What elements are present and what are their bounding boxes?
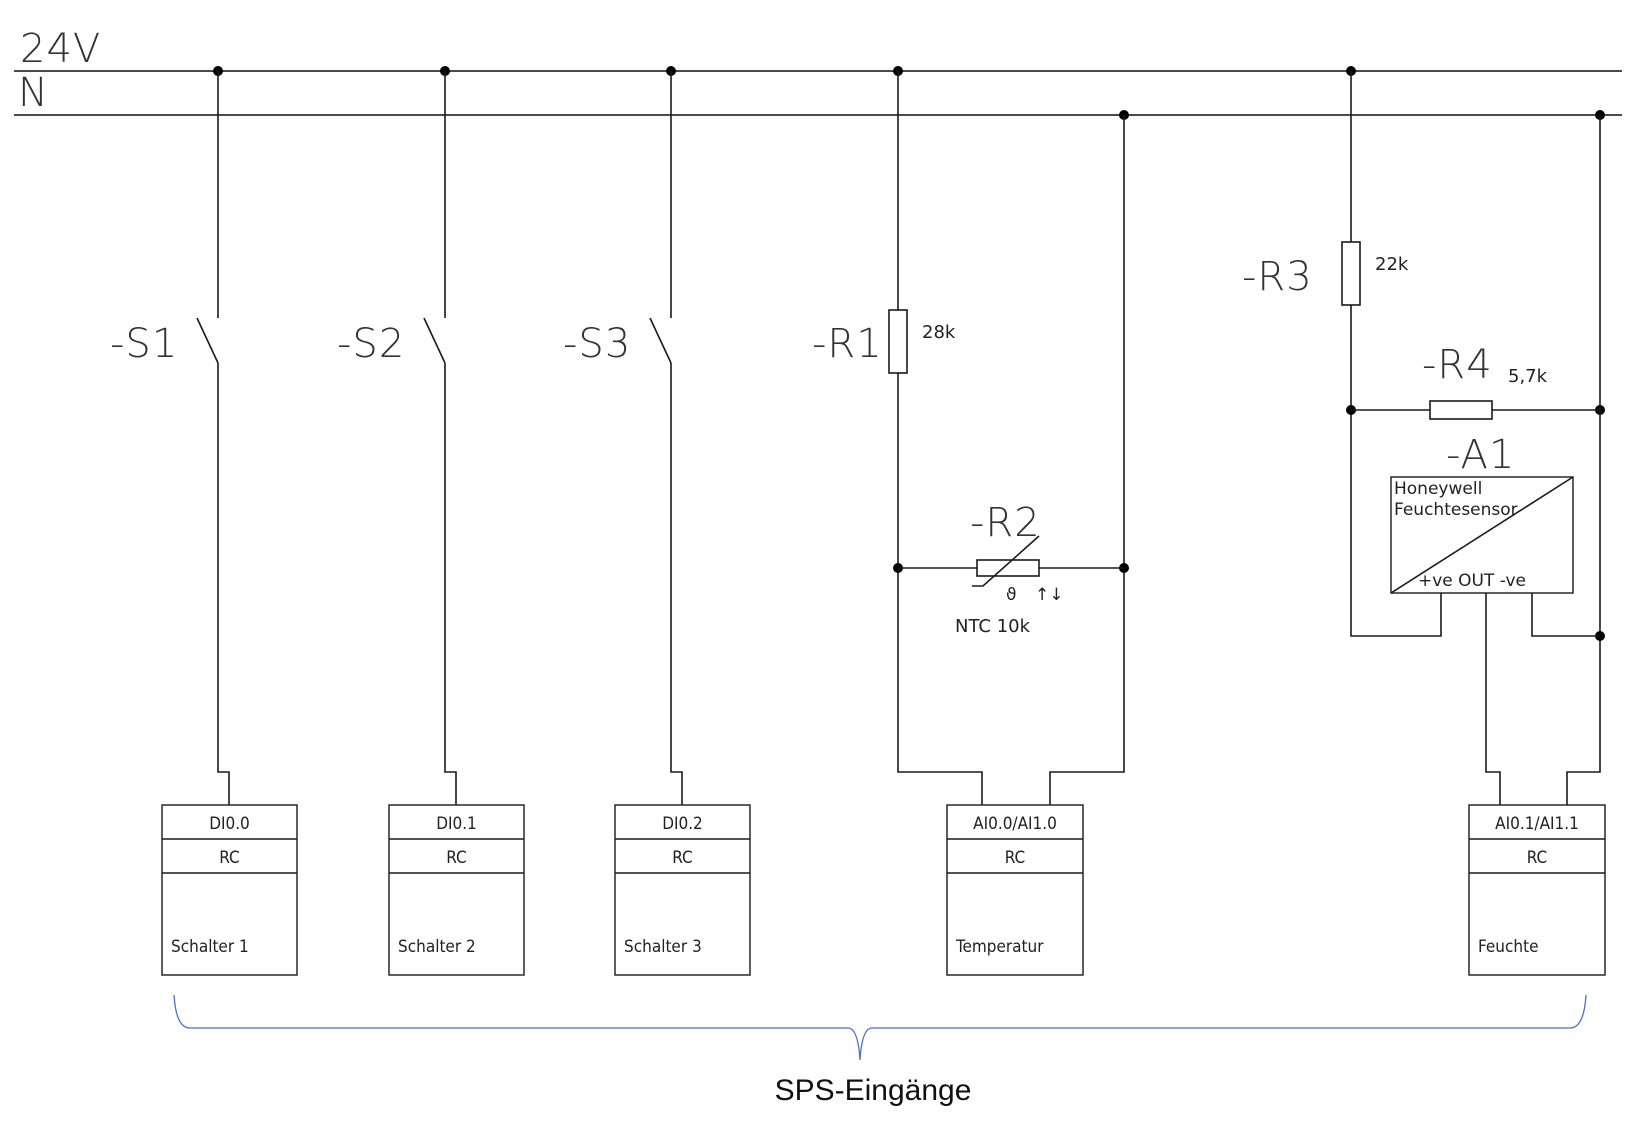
up-down-arrows-icon: ↑↓ bbox=[1035, 585, 1064, 605]
wire bbox=[1531, 593, 1600, 637]
temperature-branch: -R1 28k -R2 ϑ ↑↓ NTC 10k bbox=[812, 71, 1129, 805]
plc-input-module[interactable]: AI0.1/AI1.1RC Feuchte bbox=[1468, 804, 1606, 976]
wire bbox=[1566, 115, 1601, 805]
sensor-pins: +ve OUT -ve bbox=[1418, 571, 1526, 591]
switch-branch-s3: -S3 bbox=[563, 71, 683, 805]
switch-label-s2: -S2 bbox=[337, 321, 405, 367]
resistor-r4-value: 5,7k bbox=[1508, 366, 1548, 387]
wire bbox=[444, 363, 457, 805]
module-frame bbox=[614, 804, 751, 976]
switch-label-s1: -S1 bbox=[110, 321, 178, 367]
module-frame bbox=[388, 804, 525, 976]
module-type: RC bbox=[446, 848, 466, 868]
ntc-slash-symbol bbox=[972, 535, 1040, 587]
switch-contact-s3[interactable] bbox=[649, 317, 672, 364]
sensor-type: Feuchtesensor bbox=[1394, 500, 1518, 520]
resistor-r3-label: -R3 bbox=[1242, 254, 1313, 300]
humidity-branch: -R3 22k -R4 5,7k -A1 Honeywell Feuchtese… bbox=[1242, 71, 1605, 805]
module-name: Schalter 2 bbox=[398, 937, 476, 957]
resistor-r1-value: 28k bbox=[922, 322, 956, 343]
module-frame bbox=[1468, 804, 1606, 976]
module-address: DI0.2 bbox=[662, 814, 703, 834]
sensor-brand: Honeywell bbox=[1394, 479, 1482, 499]
module-address: DI0.1 bbox=[436, 814, 477, 834]
module-type: RC bbox=[672, 848, 692, 868]
inputs-brace bbox=[173, 994, 1587, 1061]
plc-input-module[interactable]: AI0.0/AI1.0RC Temperatur bbox=[946, 804, 1084, 976]
resistor-r3-value: 22k bbox=[1375, 254, 1409, 275]
plc-input-module[interactable]: DI0.1RC Schalter 2 bbox=[388, 804, 525, 976]
thermistor-r2-value: NTC 10k bbox=[955, 616, 1031, 637]
neutral-rail-label: N bbox=[18, 70, 49, 116]
plc-input-modules: DI0.0RC Schalter 1 DI0.1RC Schalter 2 DI0.2R… bbox=[161, 804, 1606, 976]
module-address: AI0.1/AI1.1 bbox=[1495, 814, 1579, 834]
switch-branch-s1: -S1 bbox=[110, 71, 230, 805]
module-type: RC bbox=[219, 848, 239, 868]
resistor-r1-label: -R1 bbox=[812, 321, 883, 367]
plc-input-module[interactable]: DI0.0RC Schalter 1 bbox=[161, 804, 298, 976]
wire bbox=[1049, 115, 1125, 805]
sensor-a1-label: -A1 bbox=[1446, 432, 1515, 478]
plc-input-module[interactable]: DI0.2RC Schalter 3 bbox=[614, 804, 751, 976]
switch-contact-s1[interactable] bbox=[196, 317, 219, 364]
resistor-r3[interactable] bbox=[1341, 241, 1361, 306]
resistor-r4-label: -R4 bbox=[1422, 342, 1493, 388]
wire bbox=[1350, 305, 1442, 637]
module-frame bbox=[161, 804, 298, 976]
module-type: RC bbox=[1527, 848, 1547, 868]
switch-label-s3: -S3 bbox=[563, 321, 631, 367]
switch-contact-s2[interactable] bbox=[423, 317, 446, 364]
wire bbox=[1485, 593, 1501, 805]
module-frame bbox=[946, 804, 1084, 976]
switch-branch-s2: -S2 bbox=[337, 71, 457, 805]
module-name: Feuchte bbox=[1478, 937, 1539, 957]
caption-plc-inputs: SPS-Eingänge bbox=[775, 1074, 972, 1107]
module-name: Temperatur bbox=[955, 937, 1044, 957]
theta-icon: ϑ bbox=[1006, 585, 1017, 605]
supply-rail-label: 24V bbox=[20, 26, 101, 72]
module-type: RC bbox=[1005, 848, 1025, 868]
resistor-r4[interactable] bbox=[1429, 400, 1493, 420]
thermistor-r2-label: -R2 bbox=[970, 500, 1041, 546]
thermistor-r2[interactable] bbox=[976, 559, 1040, 577]
resistor-r1[interactable] bbox=[888, 309, 908, 374]
module-address: DI0.0 bbox=[209, 814, 250, 834]
module-name: Schalter 3 bbox=[624, 937, 702, 957]
rail-junctions bbox=[213, 66, 1605, 120]
wire bbox=[217, 363, 230, 805]
module-name: Schalter 1 bbox=[171, 937, 249, 957]
wire bbox=[670, 363, 683, 805]
module-address: AI0.0/AI1.0 bbox=[973, 814, 1057, 834]
converter-diagonal bbox=[1390, 476, 1574, 594]
wire bbox=[897, 373, 983, 805]
